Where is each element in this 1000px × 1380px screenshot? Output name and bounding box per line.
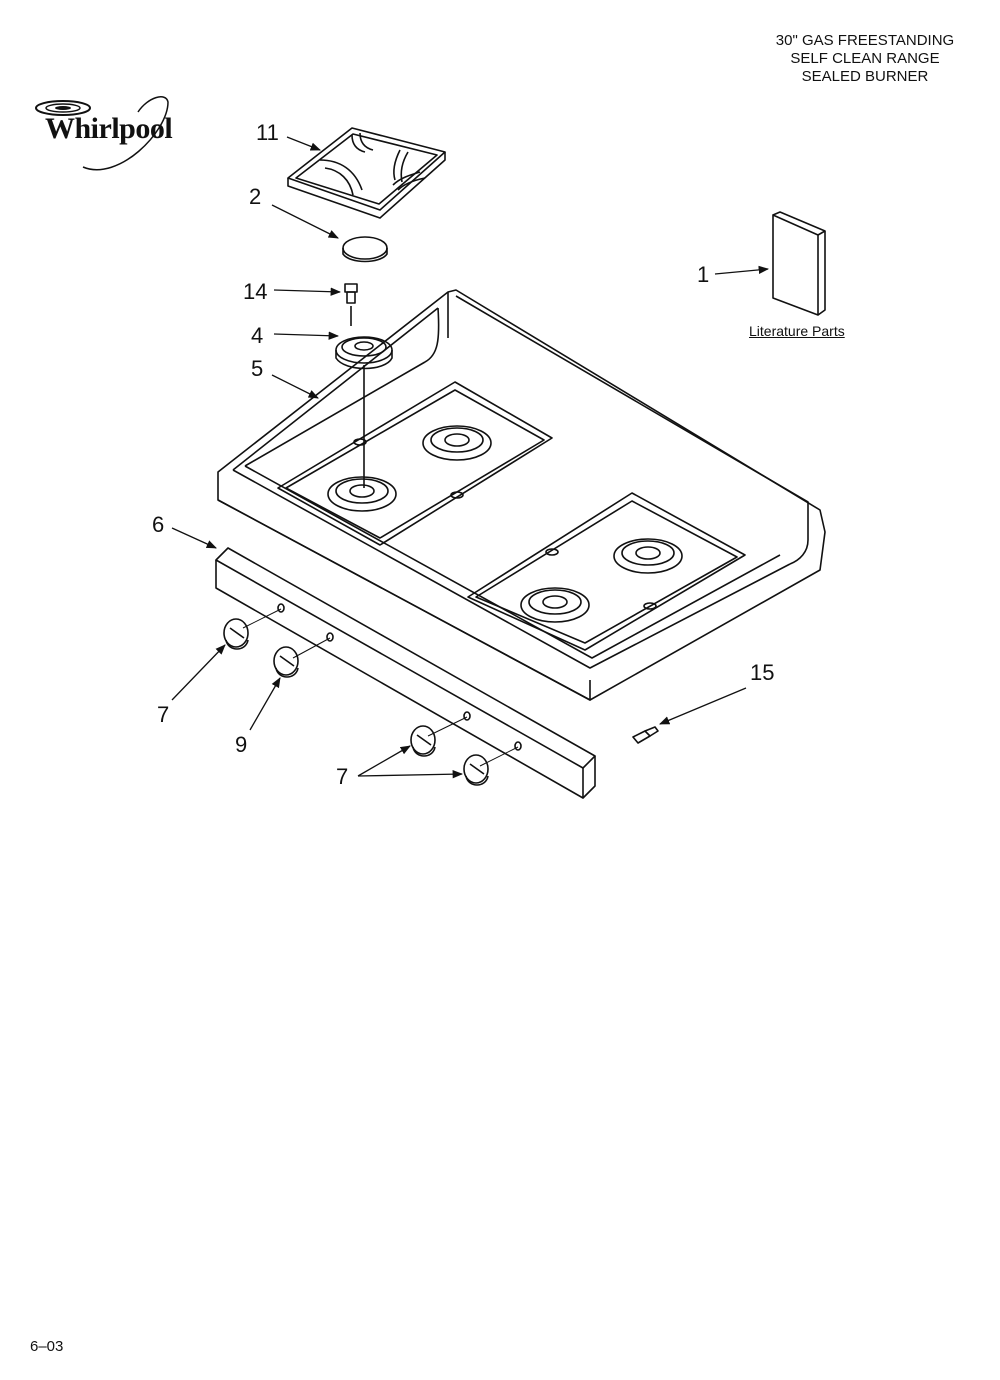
burner-screw [345, 284, 357, 326]
callout-knob-left-upper: 7 [157, 702, 170, 727]
leader-7b [358, 746, 411, 776]
leader-1 [715, 265, 770, 274]
cooktop-body [218, 290, 825, 700]
leader-4 [274, 331, 340, 340]
control-knob-4 [464, 755, 488, 785]
page-footer-date: 6–03 [30, 1338, 64, 1355]
burner-grate [288, 128, 445, 218]
brand-wordmark: Whirlpool [45, 112, 173, 145]
callout-screw-side: 15 [750, 660, 775, 685]
callout-burner-base: 4 [251, 323, 264, 348]
callout-cap: 2 [249, 184, 262, 209]
callout-grate: 11 [256, 120, 279, 145]
leader-11 [287, 137, 321, 150]
literature-parts-box [773, 212, 825, 315]
burner-cap [343, 237, 387, 262]
control-panel [216, 548, 595, 798]
control-knob-3 [411, 726, 435, 756]
whirlpool-logo [35, 96, 169, 171]
callout-knobs-right: 7 [336, 764, 349, 789]
leader-7c [358, 770, 464, 779]
literature-parts-label: Literature Parts [749, 323, 845, 339]
control-knob-1 [224, 619, 248, 649]
leader-2 [272, 205, 339, 238]
leader-7a [172, 644, 226, 700]
callout-cooktop: 5 [251, 356, 264, 381]
leader-14 [274, 287, 342, 296]
title-line-3: SEALED BURNER [801, 68, 929, 85]
leader-9 [250, 677, 280, 730]
leader-6 [172, 528, 217, 548]
callout-screw-top: 14 [243, 279, 268, 304]
side-screw [633, 727, 658, 743]
callout-control-panel: 6 [152, 512, 165, 537]
leader-5 [272, 375, 319, 398]
title-line-2: SELF CLEAN RANGE [790, 50, 940, 67]
diagram-title: 30" GAS FREESTANDING SELF CLEAN RANGE SE… [740, 32, 990, 86]
title-line-1: 30" GAS FREESTANDING [775, 32, 955, 49]
control-knob-2 [274, 647, 298, 677]
callout-knob-left-lower: 9 [235, 732, 248, 757]
burner-base [336, 337, 392, 488]
callout-literature: 1 [697, 262, 710, 287]
leader-15 [659, 688, 746, 724]
